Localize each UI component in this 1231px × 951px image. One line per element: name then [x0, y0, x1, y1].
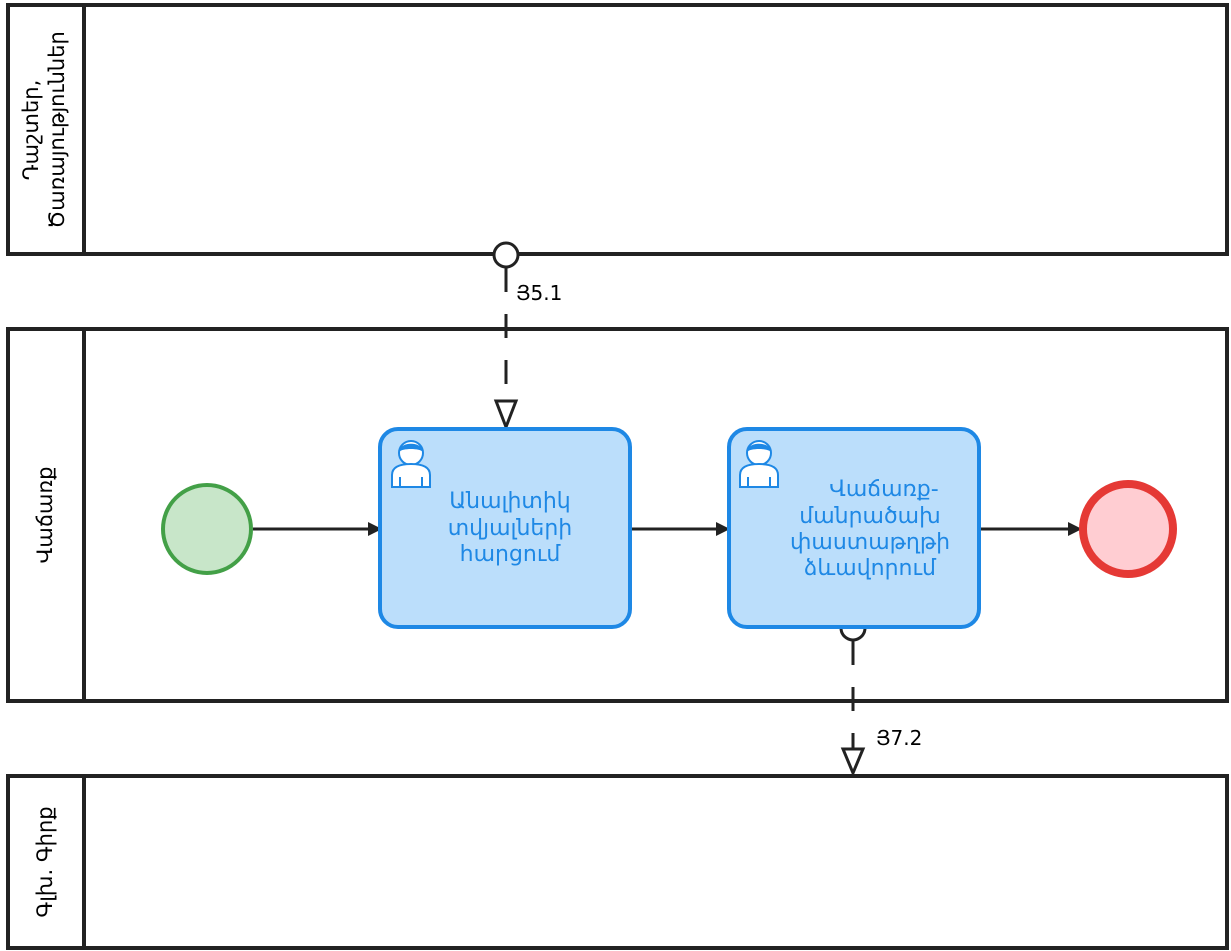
message-flow-1-source-circle: [492, 241, 520, 269]
end-event[interactable]: [1079, 480, 1177, 578]
start-event[interactable]: [161, 483, 253, 575]
task-analytics-request-label-line1: Անալիտիկ: [449, 489, 571, 515]
user-icon: [739, 440, 779, 488]
task-analytics-request-label: Անալիտիկ տվյալների հարցում: [430, 477, 590, 581]
pool-general-ledger-title: Գլխ. Գիրք: [33, 806, 57, 917]
task-sales-retail-document-label-line4: ձևավորում: [804, 556, 936, 582]
message-flow-2-arrowhead: [840, 747, 866, 777]
message-flow-1[interactable]: Յ5.1: [492, 241, 562, 432]
message-flow-2-label: Յ7.2: [876, 726, 922, 750]
task-sales-retail-document-label: Վաճառք- մանրածախ փաստաթղթի ձևավորում: [765, 460, 975, 600]
task-analytics-request-label-line2: տվյալների: [447, 515, 573, 541]
task-sales-retail-document-label-line1: Վաճառք-: [829, 477, 939, 503]
pool-services-title-line1: Դաշտեր,: [19, 80, 43, 181]
task-sales-retail-document-label-line2: մանրածախ: [799, 503, 941, 529]
user-icon: [391, 440, 431, 488]
pool-services-title-line2: Ծառայություններ: [45, 31, 69, 229]
task-analytics-request-label-line3: հարցում: [459, 542, 561, 568]
task-sales-retail-document[interactable]: [727, 427, 981, 629]
task-analytics-request-box: [378, 427, 632, 629]
task-analytics-request[interactable]: [378, 427, 632, 629]
task-sales-retail-document-box: [727, 427, 981, 629]
task-sales-retail-document-label-line3: փաստաթղթի: [789, 530, 951, 555]
pool-services[interactable]: Դաշտեր, Ծառայություններ: [6, 3, 1229, 256]
message-flow-1-arrowhead: [493, 399, 519, 432]
message-flow-1-label: Յ5.1: [516, 281, 562, 305]
pool-general-ledger[interactable]: Գլխ. Գիրք: [6, 774, 1229, 950]
pool-services-frame: [6, 3, 1229, 256]
pool-sales-title: Վաճառք: [33, 467, 57, 564]
pool-general-ledger-frame: [6, 774, 1229, 950]
